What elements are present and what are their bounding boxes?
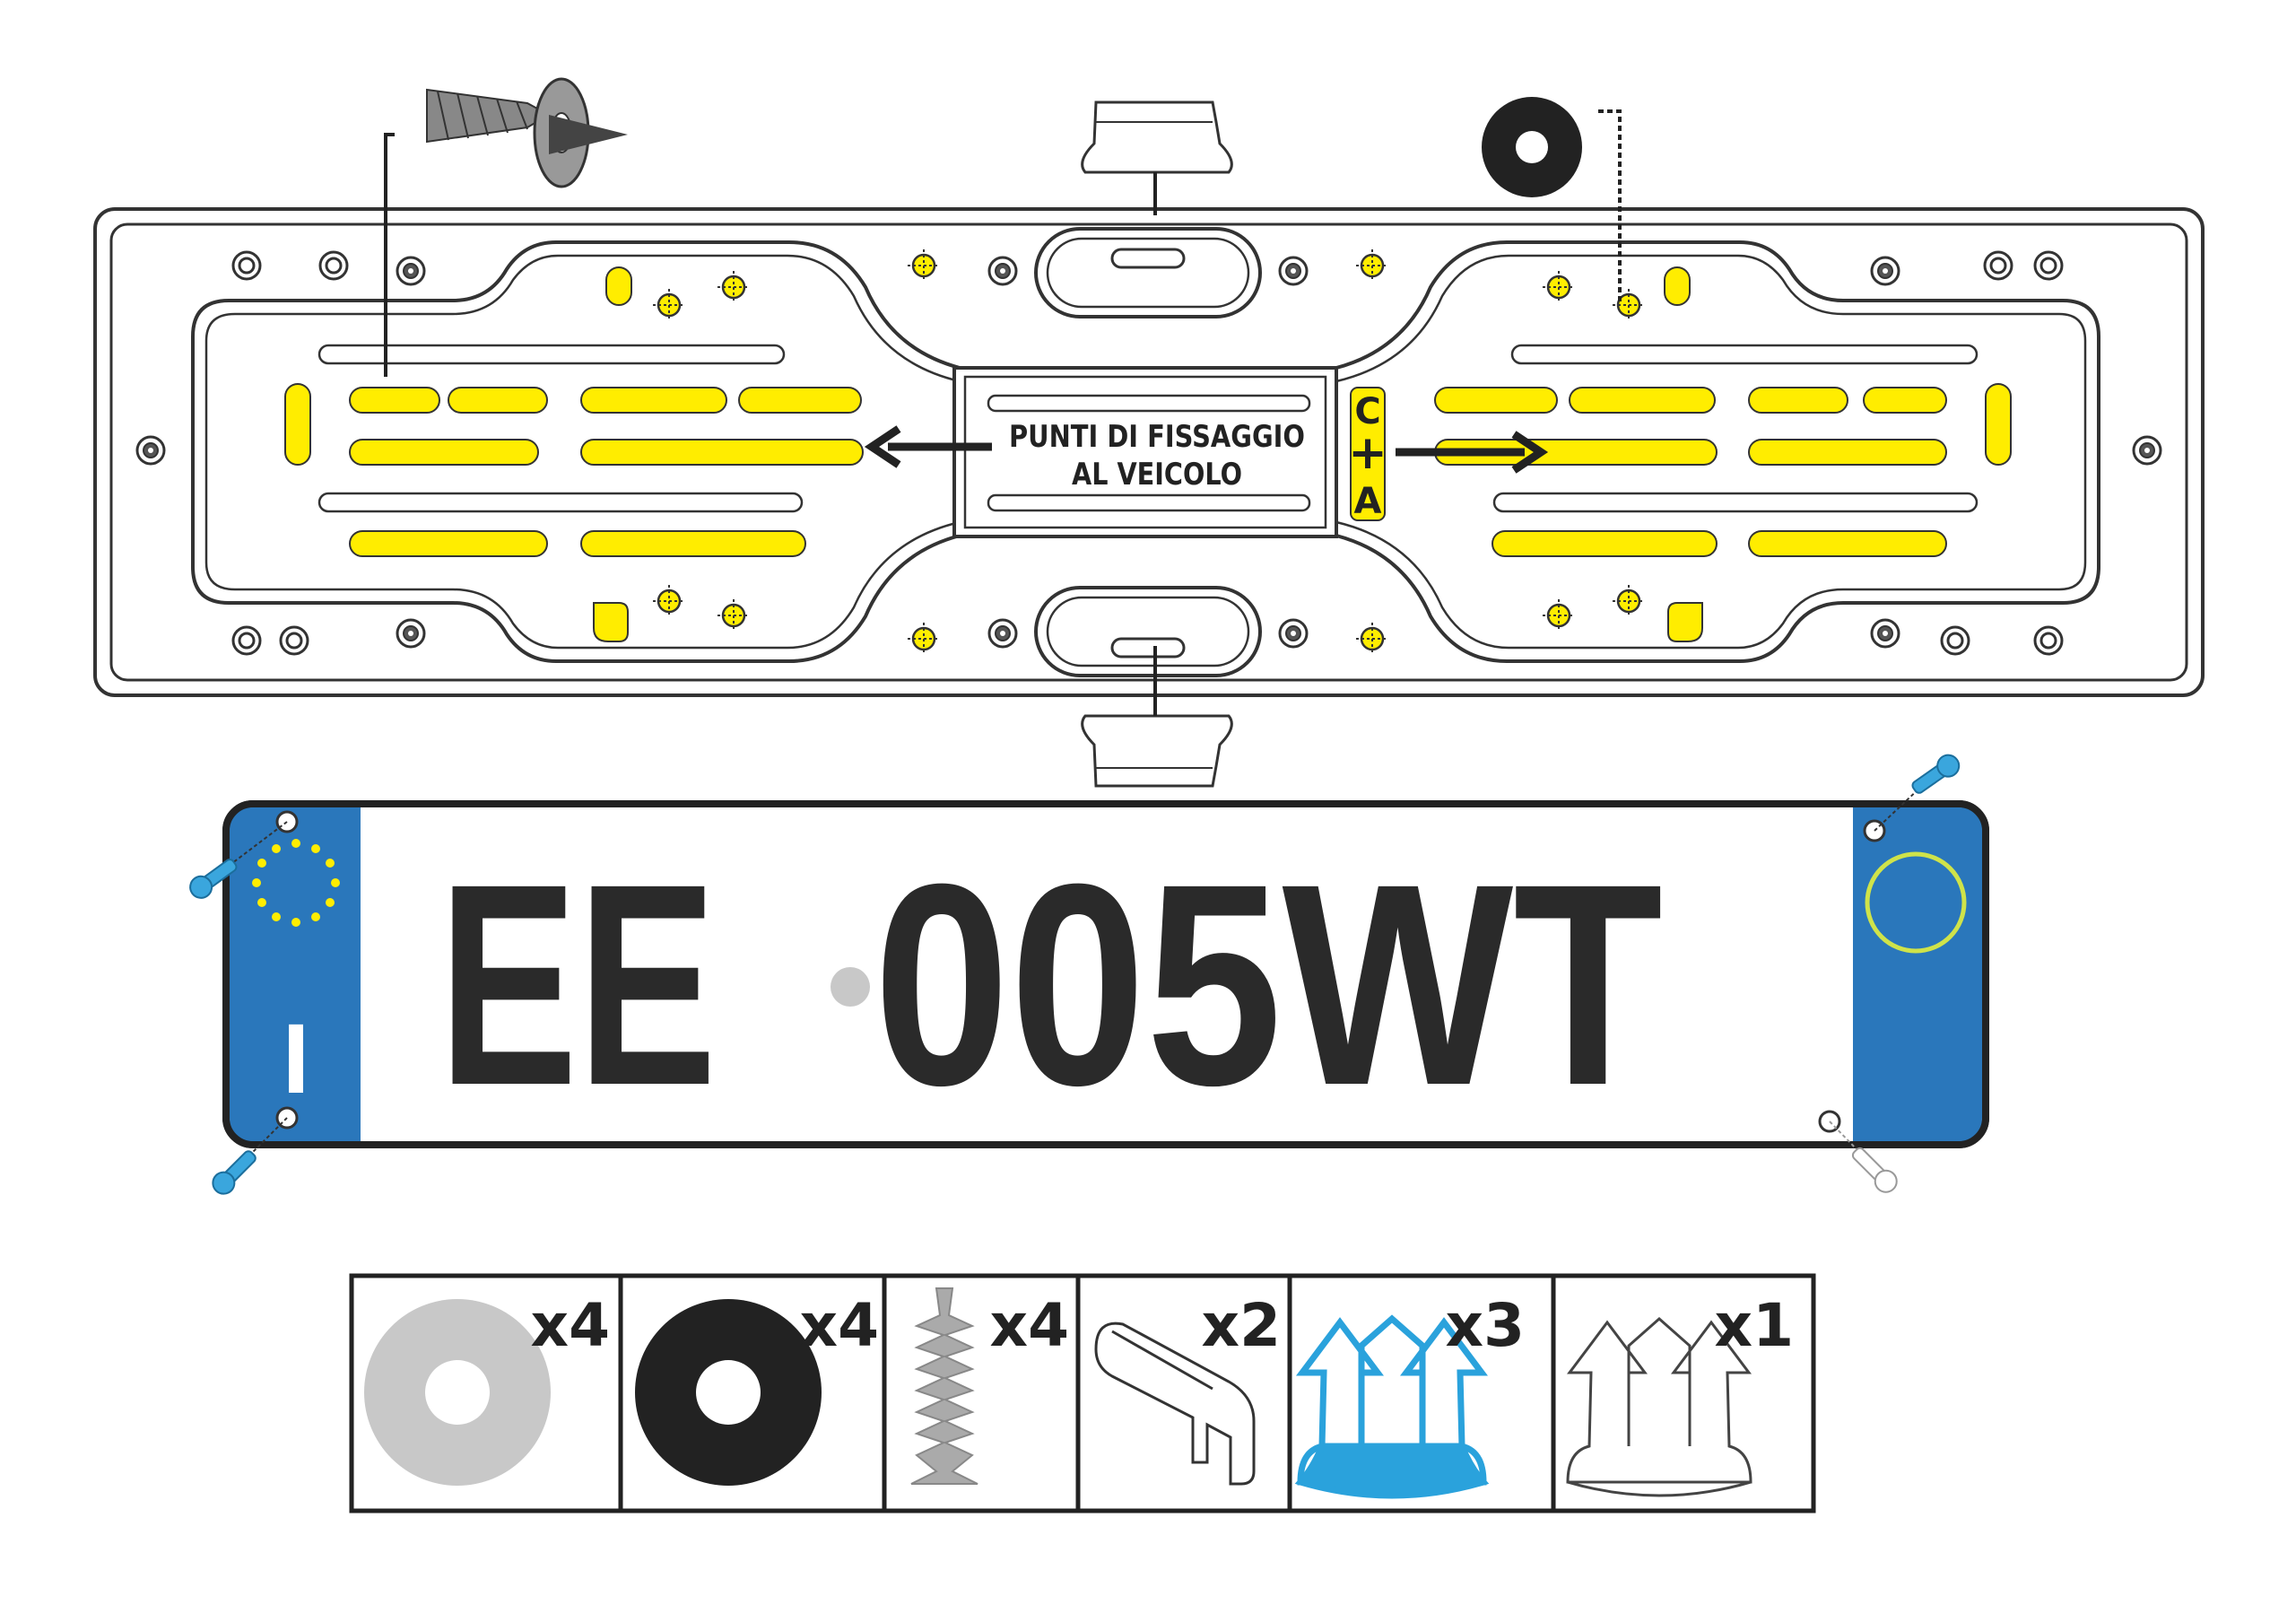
part-qty: x4 bbox=[800, 1291, 880, 1360]
black-washer-illustration bbox=[1482, 97, 1622, 305]
top-clip-illustration bbox=[1081, 100, 1233, 215]
plate-frame: C + A PUNTI DI FISSAGGIO AL VEICOLO bbox=[93, 207, 2205, 697]
country-code: I bbox=[283, 1004, 310, 1114]
plate-separator-dot bbox=[831, 967, 870, 1007]
part-qty: x4 bbox=[531, 1291, 611, 1360]
black-washer-icon bbox=[635, 1299, 822, 1486]
white-pin-icon bbox=[1851, 1147, 1898, 1193]
svg-text:+: + bbox=[1348, 426, 1387, 480]
right-arrow-icon bbox=[1396, 431, 1549, 474]
license-plate: I EE 005WT bbox=[185, 749, 1989, 1199]
left-arrow-icon bbox=[864, 425, 992, 468]
white-rivet-icon bbox=[1566, 1316, 1752, 1497]
part-qty: x3 bbox=[1446, 1291, 1526, 1360]
fixing-points-label-line1: PUNTI DI FISSAGGIO bbox=[1009, 419, 1305, 455]
plate-text-left: EE bbox=[439, 824, 717, 1145]
parts-table: x4 x4 x4 x2 x3 bbox=[349, 1273, 1816, 1513]
plate-text-right: 005WT bbox=[874, 824, 1663, 1145]
blue-rivet-icon bbox=[1294, 1314, 1490, 1499]
screw-washer-illustration bbox=[384, 77, 628, 377]
clip-icon bbox=[1094, 1322, 1256, 1486]
grey-washer-icon bbox=[364, 1299, 551, 1486]
part-qty: x4 bbox=[990, 1291, 1070, 1360]
province-ring-icon bbox=[1865, 851, 1967, 954]
tag-top-letter: C bbox=[1354, 391, 1380, 432]
tag-bottom-letter: A bbox=[1354, 481, 1382, 522]
eu-stars-icon bbox=[252, 839, 340, 927]
screw-icon bbox=[910, 1287, 978, 1485]
bottom-clip-illustration bbox=[1081, 646, 1233, 788]
part-qty: x2 bbox=[1202, 1291, 1282, 1360]
fixing-points-label-line2: AL VEICOLO bbox=[1072, 457, 1242, 493]
part-qty: x1 bbox=[1715, 1291, 1795, 1360]
